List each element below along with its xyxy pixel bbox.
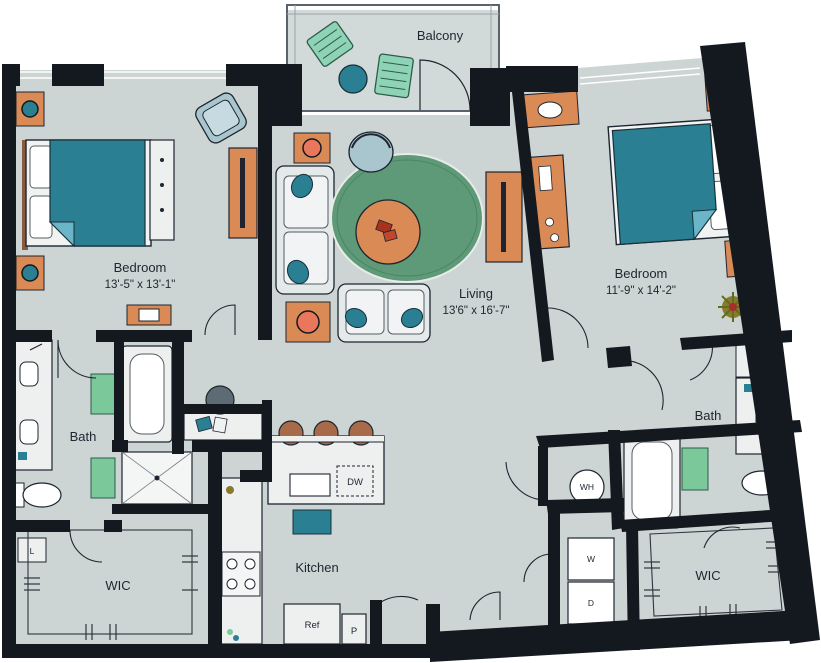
toilet-icon xyxy=(13,482,62,508)
washer xyxy=(567,537,615,581)
kitchen: DW Ref P Kitchen xyxy=(219,420,385,645)
linen-closet xyxy=(17,537,47,563)
balcony: Balcony xyxy=(286,4,500,112)
lamp-icon xyxy=(21,264,39,282)
refrigerator-label: Ref xyxy=(305,620,320,631)
room-size-bedroom-left: 13'-5" x 13'-1" xyxy=(105,279,176,291)
dishwasher-label: DW xyxy=(347,477,363,488)
room-label-wic-right: WIC xyxy=(695,568,720,583)
utility: WH W D xyxy=(567,469,615,625)
room-size-bedroom-right: 11'-9" x 14'-2" xyxy=(606,285,676,297)
vanity xyxy=(13,339,53,471)
balcony-table xyxy=(338,64,368,94)
room-label-balcony: Balcony xyxy=(417,28,464,43)
bed-blanket xyxy=(49,139,146,247)
lamp-icon xyxy=(296,310,320,334)
room-label-bedroom-right: Bedroom xyxy=(615,266,668,281)
washer-label: W xyxy=(587,554,595,564)
dryer-label: D xyxy=(588,598,594,608)
windows xyxy=(20,67,701,85)
accent-chair xyxy=(348,131,394,173)
sink xyxy=(289,473,331,497)
door-swings xyxy=(57,304,741,621)
hangers xyxy=(24,555,198,640)
room-label-bath-left: Bath xyxy=(70,429,97,444)
walls xyxy=(2,42,820,662)
sofa xyxy=(275,165,335,295)
wic-left: L WIC xyxy=(17,529,198,640)
kitchen-rug xyxy=(292,509,332,535)
linen-label-left: L xyxy=(30,546,35,556)
lamp-icon xyxy=(302,138,322,158)
dishwasher xyxy=(336,465,374,497)
room-label-kitchen: Kitchen xyxy=(295,560,338,575)
balcony-chair xyxy=(374,53,414,99)
refrigerator xyxy=(283,603,341,645)
room-size-living: 13'6" x 16'-7" xyxy=(443,305,510,317)
pantry-label: P xyxy=(351,626,357,637)
water-heater-label: WH xyxy=(580,482,594,492)
bath-mat xyxy=(681,447,709,491)
shower xyxy=(121,451,193,505)
stove xyxy=(221,551,261,597)
bath-mat xyxy=(90,457,116,499)
living-furniture: Living 13'6" x 16'-7" xyxy=(275,131,523,343)
bath-mat xyxy=(90,373,116,415)
closet-rod-frame xyxy=(649,527,783,617)
dresser xyxy=(149,139,175,241)
room-label-bedroom-left: Bedroom xyxy=(114,260,167,275)
bedroom-left-furniture: Bedroom 13'-5" x 13'-1" xyxy=(15,91,258,326)
balcony-chair xyxy=(306,21,354,67)
balcony-door-swing xyxy=(419,59,471,111)
armchair xyxy=(195,92,247,144)
room-label-wic-left: WIC xyxy=(105,578,130,593)
room-label-living: Living xyxy=(459,286,493,301)
room-label-bath-right: Bath xyxy=(695,408,722,423)
pantry xyxy=(341,613,367,645)
loveseat xyxy=(337,283,431,343)
lamp-icon xyxy=(21,100,39,118)
